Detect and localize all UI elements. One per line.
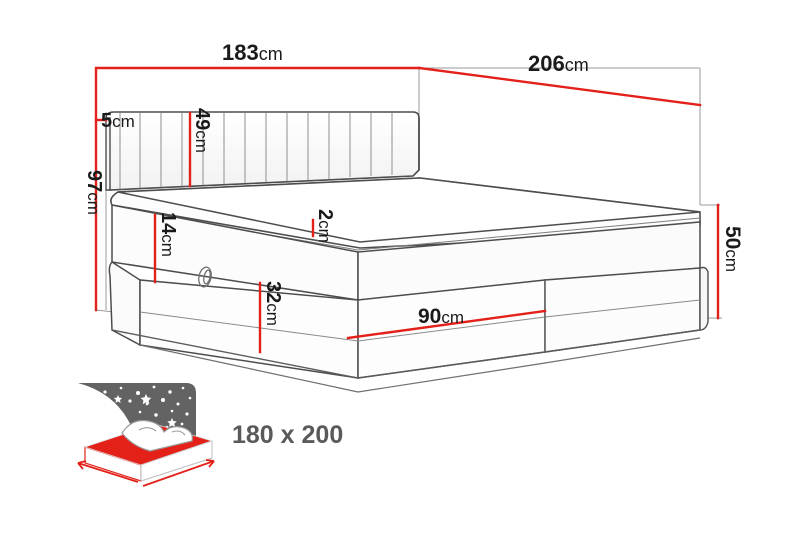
mattress-icon [77,419,215,487]
headboard-channels [119,113,393,189]
dimension-label-5: 5cm [101,110,135,132]
mattress-size-badge: 180 x 200 [77,383,343,487]
dimension-label-32: 32cm [262,281,284,326]
dimension-label-50: 50cm [721,226,744,272]
dimension-label-2: 2cm [314,209,336,243]
dimension-label-14: 14cm [157,212,179,257]
headboard [105,111,420,191]
dimension-label-49: 49cm [191,108,213,153]
size-arrows-icon [77,459,215,487]
dimension-lines [94,66,720,354]
drawer-handle-icon [198,266,212,288]
bed-base-with-drawers [108,261,709,393]
dimension-label-206: 206cm [528,51,589,76]
dimension-label-97: 97cm [83,170,105,215]
night-panel-icon [78,383,196,440]
dimension-label-183: 183cm [222,40,283,65]
mattress-size-label: 180 x 200 [232,421,343,449]
dimension-label-90: 90cm [418,305,464,328]
